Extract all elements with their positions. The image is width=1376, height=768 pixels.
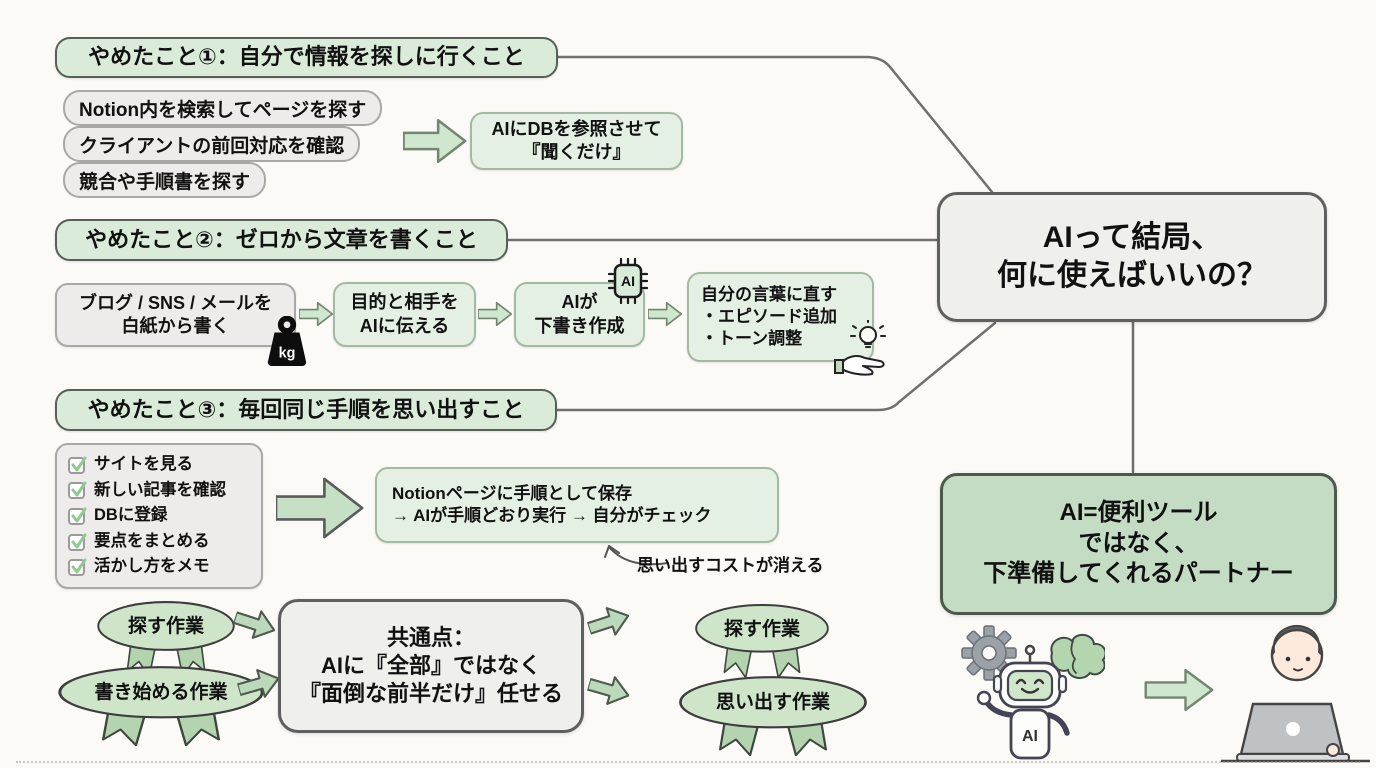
person-laptop-icon <box>1221 624 1370 763</box>
step-line: 自分の言葉に直す <box>701 285 837 305</box>
section2-step1-box: ブログ / SNS / メールを 白紙から書く <box>55 283 296 347</box>
section2-step4-box: 自分の言葉に直す ・エピソード追加 ・トーン調整 <box>687 272 874 362</box>
step-line: ・トーン調整 <box>701 328 803 348</box>
checklist-item: 活かし方をメモ <box>67 554 210 580</box>
arrow-right-icon <box>648 301 682 327</box>
question-box: AIって結局、 何に使えばいいの？ <box>937 192 1327 322</box>
checklist-label: 新しい記事を確認 <box>94 480 226 499</box>
section1-result-box: AIにDBを参照させて 『聞くだけ』 <box>470 112 683 170</box>
step-line: 白紙から書く <box>121 316 230 336</box>
robot-chest-label: AI <box>1022 728 1038 745</box>
summary-line: 共通点： <box>386 624 475 650</box>
ai-chip-icon: AI <box>608 258 648 304</box>
badge-search-work-left: 探す作業 <box>95 600 237 682</box>
section1-header-label: やめたこと①：自分で情報を探しに行くこと <box>88 44 525 70</box>
section2-header-label: やめたこと②：ゼロから文章を書くこと <box>85 226 478 252</box>
arrow-right-icon <box>586 676 630 705</box>
checklist-item: 新しい記事を確認 <box>67 478 226 504</box>
arrow-right-icon <box>232 610 276 639</box>
checklist-item: サイトを見る <box>67 452 193 478</box>
brain-icon <box>1050 633 1105 679</box>
result-line: Notionページに手順として保存 <box>392 484 632 504</box>
badge-recall-work: 思い出す作業 <box>676 675 870 761</box>
result-line: 『聞くだけ』 <box>522 142 631 162</box>
result-line: AIにDBを参照させて <box>491 118 662 139</box>
question-line: 何に使えばいいの？ <box>997 259 1267 292</box>
arrow-right-icon <box>236 669 280 698</box>
annotation-text: 思い出すコストが消える <box>637 556 824 575</box>
arrow-right-icon <box>586 607 630 636</box>
section3-header-label: やめたこと③：毎回同じ手順を思い出すこと <box>87 396 525 422</box>
step-line: ・エピソード追加 <box>701 307 837 327</box>
section2-header: やめたこと②：ゼロから文章を書くこと <box>55 219 508 261</box>
arrow-right-icon <box>478 301 512 327</box>
kg-weight-icon: kg <box>267 316 307 367</box>
section2-step2-box: 目的と相手を AIに伝える <box>333 282 476 347</box>
badge-label: 探す作業 <box>127 616 204 638</box>
pill-label: 競合や手順書を探す <box>79 171 251 193</box>
bottom-dotted-line <box>16 761 1360 763</box>
step-line: AIが <box>561 292 598 313</box>
checkbox-icon <box>68 481 87 500</box>
checklist-item: DBに登録 <box>67 503 167 529</box>
step-line: 下書き作成 <box>534 315 625 336</box>
badge-start-writing-work: 書き始める作業 <box>55 665 267 751</box>
step-line: AIに伝える <box>359 315 450 336</box>
section1-pill-1: Notion内を検索してページを探す <box>63 90 383 126</box>
ribbon-badge-icon <box>58 666 264 747</box>
section1-pill-2: クライアントの前回対応を確認 <box>63 126 361 162</box>
summary-line: AIに『全部』ではなく <box>320 652 541 678</box>
section1-header: やめたこと①：自分で情報を探しに行くこと <box>55 37 558 78</box>
summary-line: 『面倒な前半だけ』任せる <box>298 681 563 707</box>
section3-result-box: Notionページに手順として保存 → AIが手順どおり実行 → 自分がチェック <box>375 467 779 543</box>
conclusion-box: AI=便利ツール ではなく、 下準備してくれるパートナー <box>940 473 1337 615</box>
checklist-label: 活かし方をメモ <box>94 557 210 576</box>
checklist-label: DBに登録 <box>94 506 168 525</box>
badge-label: 書き始める作業 <box>94 682 228 704</box>
lightbulb-hand-icon <box>834 320 886 376</box>
checkbox-icon <box>68 533 87 551</box>
chip-label: AI <box>621 273 635 289</box>
robot-icon: AI <box>961 625 1105 760</box>
step-line: ブログ / SNS / メールを <box>78 292 273 313</box>
pill-label: Notion内を検索してページを探す <box>79 99 367 121</box>
checklist-label: 要点をまとめる <box>94 531 210 550</box>
checklist-label: サイトを見る <box>94 455 193 474</box>
badge-search-work-right: 探す作業 <box>693 603 831 683</box>
section3-header: やめたこと③：毎回同じ手順を思い出すこと <box>55 389 557 431</box>
section1-pill-3: 競合や手順書を探す <box>63 162 267 198</box>
section3-checklist-box: サイトを見る 新しい記事を確認 DBに登録 要点をまとめる 活かし方をメモ <box>55 443 263 589</box>
result-line: → AIが手順どおり実行 → 自分がチェック <box>392 506 712 525</box>
checkbox-icon <box>68 558 87 577</box>
checklist-item: 要点をまとめる <box>67 529 210 555</box>
arrow-right-icon <box>1144 668 1214 712</box>
badge-label: 探す作業 <box>723 618 800 640</box>
conclusion-line: AI=便利ツール <box>1059 498 1218 526</box>
checkbox-icon <box>68 456 87 474</box>
arrow-right-icon <box>299 301 333 327</box>
summary-center-box: 共通点： AIに『全部』ではなく 『面倒な前半だけ』任せる <box>278 599 584 733</box>
big-arrow-right-icon <box>276 477 364 539</box>
step-line: 目的と相手を <box>350 292 459 313</box>
kg-label: kg <box>279 345 296 361</box>
conclusion-line: ではなく、 <box>1078 529 1199 557</box>
conclusion-line: 下準備してくれるパートナー <box>983 560 1294 588</box>
ribbon-badge-icon <box>679 676 867 757</box>
checkbox-icon <box>68 507 87 525</box>
question-line: AIって結局、 <box>1042 220 1222 254</box>
arrow-right-icon <box>403 119 467 163</box>
pill-label: クライアントの前回対応を確認 <box>79 135 345 157</box>
badge-label: 思い出す作業 <box>715 692 830 714</box>
ribbon-badge-icon <box>695 604 829 679</box>
